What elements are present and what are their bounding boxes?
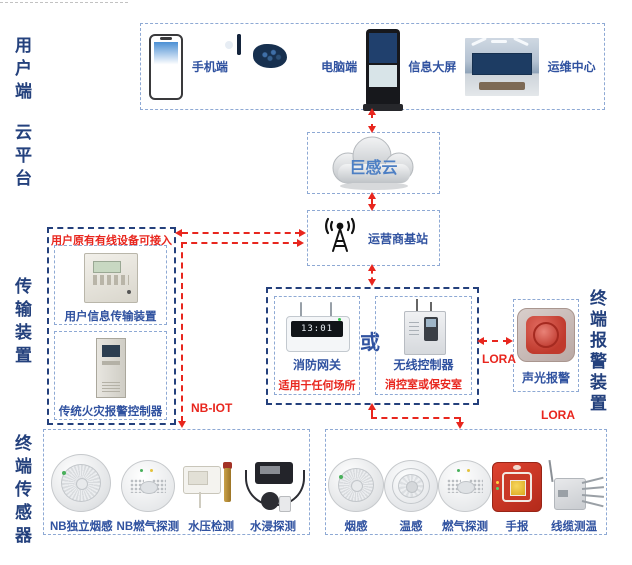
sensor-label: 水压检测 [188,521,235,533]
smoke-detector-icon [328,458,384,512]
connector-nbiot-horizontal [181,242,299,244]
connector-lora-bottom-h [371,417,460,419]
user-device-label: 电脑端 [321,60,358,74]
connector-lora-bottom-v2 [459,417,461,424]
base-station-box: 运营商基站 [307,210,440,266]
wireless-controller-icon [403,299,446,355]
alarm-controller-label: 传统火灾报警控制器 [58,406,163,418]
operations-center-photo [465,37,539,96]
gas-detector-icon [438,460,492,512]
water-pressure-sensor-icon [183,460,239,512]
section-label-cloud-platform: 云平台 [12,123,31,192]
section-label-transmission-device: 传输装置 [12,277,31,369]
arrowhead [506,337,513,345]
desktop-monitor-icon [224,33,313,98]
page-edge-line [0,2,128,3]
cloud-label: 巨感云 [349,160,398,177]
fire-gateway-icon: 13:01 [286,302,350,352]
fire-alarm-cabinet-icon [95,338,126,398]
smartphone-icon [149,33,184,100]
arrowhead [477,337,484,345]
sensor-item: 烟感 [328,458,384,534]
arrowhead [178,421,186,428]
heat-detector-icon [384,460,438,512]
sensor-item: 燃气探测 [438,460,492,534]
lora-sensors-box: 烟感 温感 燃气探测 手报 线缆测温 [325,429,607,535]
sound-light-alarm-label: 声光报警 [521,371,570,385]
transmitter-label: 用户信息传输装置 [64,311,157,323]
arrowhead [456,422,464,429]
fire-gateway-label: 消防网关 [292,358,341,372]
water-leak-sensor-icon [243,460,305,512]
wireless-controller-label: 无线控制器 [393,358,454,372]
arrowhead [175,229,182,237]
antenna-tower-icon [320,217,360,260]
wireless-controller-note: 消控室或保安室 [385,379,462,391]
gateway-display: 13:01 [291,321,343,337]
user-devices-box: 手机端 电脑端 信息大屏 运维中心 [140,23,605,111]
user-device-label: 运维中心 [547,60,596,74]
info-kiosk-icon [362,28,403,111]
base-station-label: 运营商基站 [368,231,429,246]
section-label-terminal-sensors: 终端传感器 [12,434,31,549]
cable-temperature-sensor-icon [542,459,606,512]
transmitter-box: 用户信息传输装置 [54,245,167,325]
fire-gateway-box: 13:01 消防网关 适用于任何场所 [274,296,360,395]
user-device-label: 手机端 [191,60,228,74]
manual-call-point-icon [492,462,542,512]
sensor-item: 水浸探测 [243,460,305,534]
lora-link-label-bottom: LORA [541,408,575,422]
sensor-label: 线缆测温 [551,521,597,533]
arrowhead [368,108,376,115]
transmission-section-box: 用户原有有线设备可接入 [47,227,176,425]
sensor-label: NB独立烟感 [49,521,113,533]
arrowhead [368,264,376,271]
connector-nbiot-vertical [181,242,183,422]
arrowhead [368,279,376,286]
arrowhead [368,192,376,199]
connector-user-cloud [371,112,373,130]
sensor-label: 手报 [505,521,529,533]
sensor-label: 烟感 [344,521,368,533]
wireless-controller-box: 无线控制器 消控室或保安室 [375,296,472,395]
cloud-icon: 巨感云 [320,134,428,192]
sound-light-alarm-icon [517,308,575,362]
sensor-label: NB燃气探测 [116,521,180,533]
connector-lora-alarm [481,340,509,342]
cloud-box: 巨感云 [307,132,440,194]
connector-base-gateway [371,268,373,283]
gas-detector-icon [120,460,175,512]
sensor-item: 手报 [492,462,542,534]
nb-sensors-box: NB独立烟感 NB燃气探测 水压检测 水浸探测 [43,429,310,535]
sensor-item: 水压检测 [183,460,239,534]
smoke-detector-icon [51,454,112,512]
section-label-user-end: 用户端 [12,36,31,105]
transmission-note: 用户原有有线设备可接入 [51,235,172,247]
section-label-terminal-alarm-device: 终端报警装置 [587,289,606,415]
fire-gateway-note: 适用于任何场所 [278,380,356,392]
sensor-item: 线缆测温 [542,459,606,534]
arrowhead [297,239,304,247]
sensor-item: NB独立烟感 [50,454,113,534]
connector-lora-bottom-v1 [371,408,373,418]
lora-link-label-right: LORA [482,352,516,366]
sensor-label: 燃气探测 [442,521,488,533]
connector-cloud-base [371,196,373,208]
user-device-label: 信息大屏 [408,60,457,74]
sensor-label: 温感 [399,521,423,533]
arrowhead [368,126,376,133]
wall-transmitter-icon [83,253,138,303]
arrowhead [368,204,376,211]
sound-light-alarm-box: 声光报警 [513,299,579,392]
arrowhead [368,403,376,410]
sensor-item: 温感 [384,460,438,534]
sensor-item: NB燃气探测 [116,460,180,534]
arrowhead [299,229,306,237]
sensor-label: 水浸探测 [250,521,296,533]
nbiot-link-label: NB-IOT [191,401,233,415]
alarm-controller-box: 传统火灾报警控制器 [54,331,167,420]
connector-transmission-base [182,232,301,234]
